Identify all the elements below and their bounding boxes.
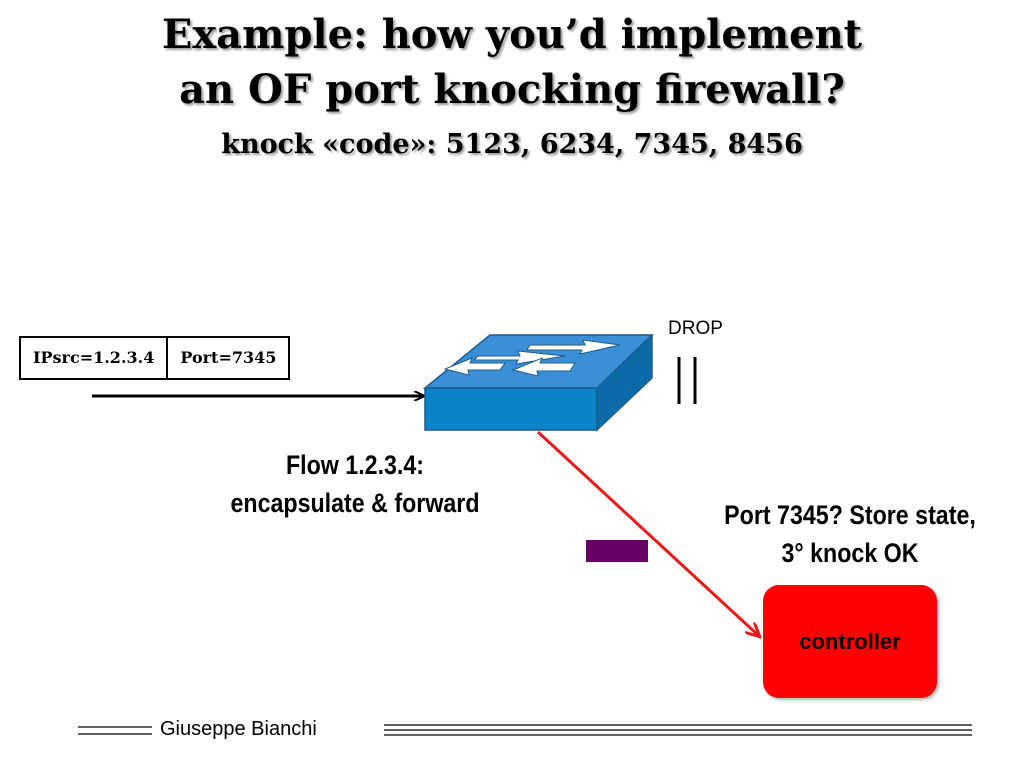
drop-label: DROP [668, 318, 723, 339]
footer-author: Giuseppe Bianchi [160, 718, 317, 740]
port-label: Port 7345? Store state, 3° knock OK [687, 496, 1014, 572]
port-label-line-1: Port 7345? Store state, [724, 500, 976, 530]
flow-label-line-1: Flow 1.2.3.4: [285, 450, 425, 480]
switch-icon [422, 333, 654, 432]
flow-label-line-2: encapsulate & forward [230, 488, 480, 518]
packet-header-ipsrc: IPsrc=1.2.3.4 [21, 338, 169, 378]
controller-label: controller [799, 629, 901, 654]
encapsulated-packet [586, 540, 648, 562]
drop-barrier-icon [677, 357, 697, 404]
controller-flow-arrow [536, 430, 759, 636]
title-line-1: Example: how you’d implement [161, 11, 863, 58]
subtitle: knock «code»: 5123, 6234, 7345, 8456 [221, 129, 803, 160]
controller-box: controller [763, 585, 937, 698]
title-line-2: an OF port knocking firewall? [179, 66, 845, 113]
footer-rule-left [78, 726, 152, 735]
footer-rule-right [384, 724, 972, 736]
port-label-line-2: 3° knock OK [781, 538, 919, 568]
packet-header-port: Port=7345 [180, 348, 277, 367]
packet-header: IPsrc=1.2.3.4 Port=7345 [19, 336, 291, 380]
flow-label: Flow 1.2.3.4: encapsulate & forward [205, 446, 506, 522]
